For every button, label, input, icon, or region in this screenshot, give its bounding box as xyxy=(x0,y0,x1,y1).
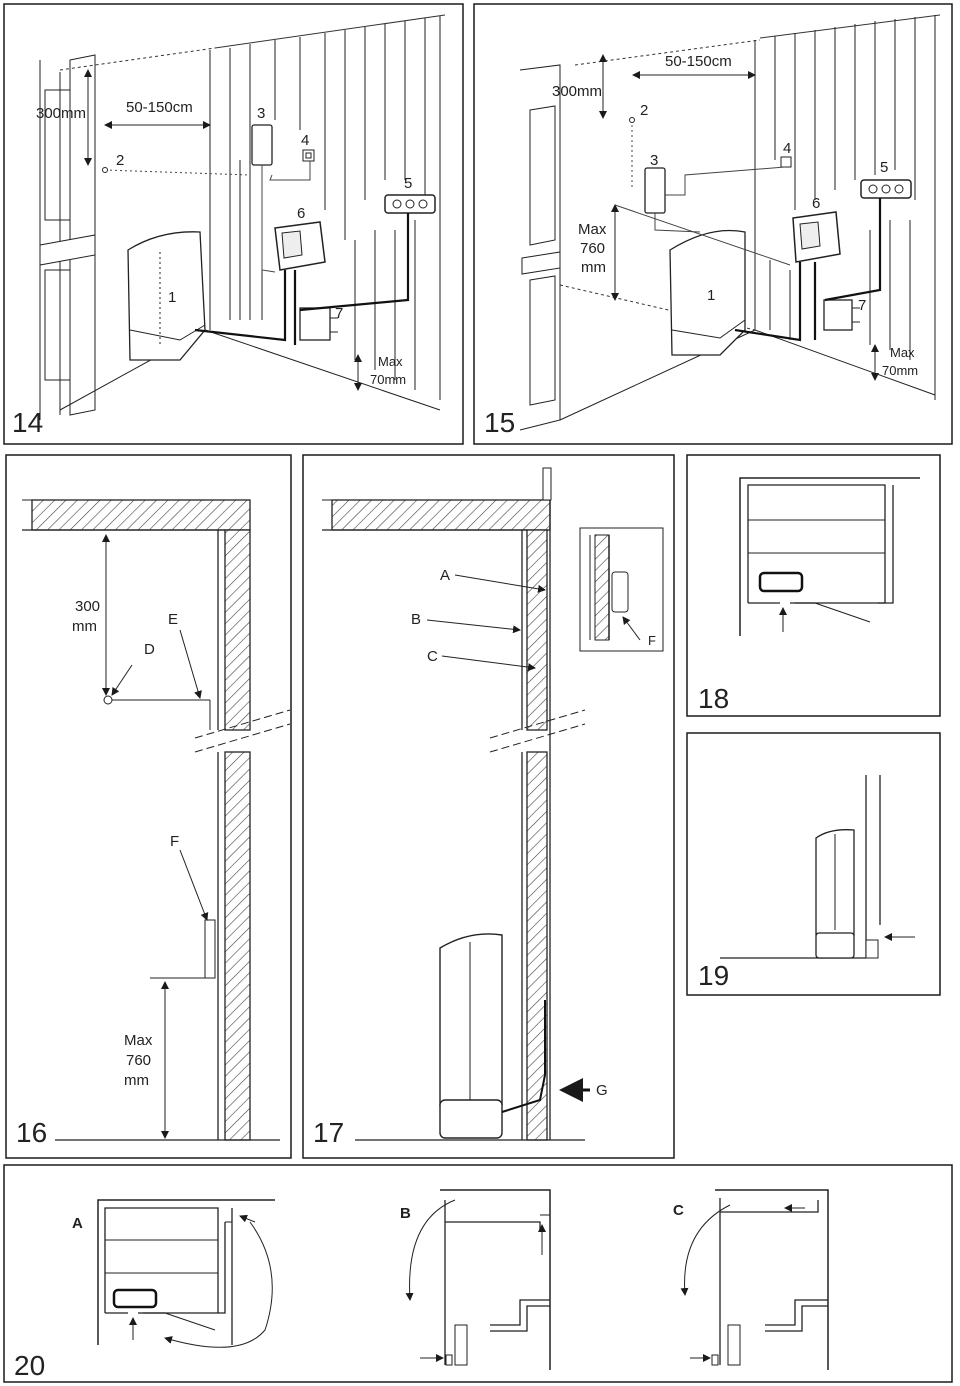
sensor-box xyxy=(302,149,315,162)
fig14-label-6: 6 xyxy=(297,205,305,222)
fig15-max760-line2: 760 xyxy=(580,240,605,257)
control-unit-15 xyxy=(644,167,666,214)
junction-box-15 xyxy=(823,299,860,331)
power-outlet-15 xyxy=(860,179,912,199)
power-outlet xyxy=(384,194,436,214)
fig16-dim-bottom-line1: Max xyxy=(124,1032,153,1049)
fig16-label-e: E xyxy=(168,611,178,628)
fig14-label-3: 3 xyxy=(257,105,265,122)
figure-14-number: 14 xyxy=(12,407,43,438)
figure-20: A B C 20 xyxy=(3,1164,953,1383)
fig14-dim-width: 50-150cm xyxy=(126,99,193,116)
fig16-dim-top-line1: 300 xyxy=(75,598,100,615)
fig16-label-f: F xyxy=(170,833,179,850)
figure-19: 19 xyxy=(686,732,941,996)
fig20-label-a: A xyxy=(72,1215,83,1232)
figure-14-frame xyxy=(3,3,464,445)
fig15-dim-height: 300mm xyxy=(552,83,602,100)
fig19-heater xyxy=(815,829,855,959)
figure-17-frame xyxy=(302,454,675,1159)
fig17-label-a: A xyxy=(440,567,450,584)
fig15-label-2: 2 xyxy=(640,102,648,119)
fig20-variant-a xyxy=(97,1199,275,1348)
fig15-label-6: 6 xyxy=(812,195,820,212)
fig15-label-5: 5 xyxy=(880,159,888,176)
figure-17: A B C F G 17 xyxy=(302,454,675,1159)
figure-18-frame xyxy=(686,454,941,717)
fig20-label-c: C xyxy=(673,1202,684,1219)
figure-16-number: 16 xyxy=(16,1117,47,1148)
fig14-max-line1: Max xyxy=(378,354,403,369)
figure-18-number: 18 xyxy=(698,683,729,714)
connection-box-15 xyxy=(792,211,841,263)
fig17-label-b: B xyxy=(411,611,421,628)
fig20-variant-b xyxy=(405,1189,551,1370)
fig15-label-4: 4 xyxy=(783,140,791,157)
figure-20-frame xyxy=(3,1164,953,1383)
junction-box xyxy=(299,307,338,341)
fig18-heater-topview xyxy=(758,571,804,593)
fig15-label-7: 7 xyxy=(858,297,866,314)
figure-16-frame xyxy=(5,454,292,1159)
fig20-label-b: B xyxy=(400,1205,411,1222)
control-unit xyxy=(251,124,273,166)
fig15-max760-line3: mm xyxy=(581,259,606,276)
fig15-dim-width: 50-150cm xyxy=(665,53,732,70)
fig15-max760-line1: Max xyxy=(578,221,607,238)
fig15-max-line2: 70mm xyxy=(882,363,918,378)
figure-16: 300 mm E D F Max 760 mm 16 xyxy=(5,454,292,1159)
fig14-label-1: 1 xyxy=(168,289,176,306)
fig16-dim-bottom-line2: 760 xyxy=(126,1052,151,1069)
heater-unit-15 xyxy=(669,229,746,356)
heater-unit-17 xyxy=(439,933,503,1139)
fig15-max-line1: Max xyxy=(890,345,915,360)
figure-17-number: 17 xyxy=(313,1117,344,1148)
fig15-label-1: 1 xyxy=(707,287,715,304)
fig16-dim-bottom-line3: mm xyxy=(124,1072,149,1089)
figure-14: 300mm 50-150cm 2 3 4 5 6 7 1 Max 70mm 14 xyxy=(3,3,464,445)
figure-15-frame xyxy=(473,3,953,445)
fig14-label-2: 2 xyxy=(116,152,124,169)
figure-19-frame xyxy=(686,732,941,996)
connection-box xyxy=(274,221,326,271)
fig17-label-c: C xyxy=(427,648,438,665)
sensor-box-15 xyxy=(780,156,792,168)
fig14-label-4: 4 xyxy=(301,132,309,149)
figure-19-number: 19 xyxy=(698,960,729,991)
fig14-label-7: 7 xyxy=(335,305,343,322)
fig15-label-3: 3 xyxy=(650,152,658,169)
heater-unit xyxy=(127,231,206,361)
fig14-max-line2: 70mm xyxy=(370,372,406,387)
fig16-dim-top-line2: mm xyxy=(72,618,97,635)
fig16-label-d: D xyxy=(144,641,155,658)
fig17-label-f: F xyxy=(648,633,656,648)
fig14-label-5: 5 xyxy=(404,175,412,192)
figure-20-number: 20 xyxy=(14,1350,45,1381)
fig14-dim-height: 300mm xyxy=(36,105,86,122)
figure-15: 300mm 50-150cm 2 3 4 5 6 7 1 Max 760 mm … xyxy=(473,3,953,445)
figure-15-number: 15 xyxy=(484,407,515,438)
fig20-variant-c xyxy=(680,1189,829,1370)
figure-18: 18 xyxy=(686,454,941,717)
fig17-label-g: G xyxy=(596,1082,608,1099)
